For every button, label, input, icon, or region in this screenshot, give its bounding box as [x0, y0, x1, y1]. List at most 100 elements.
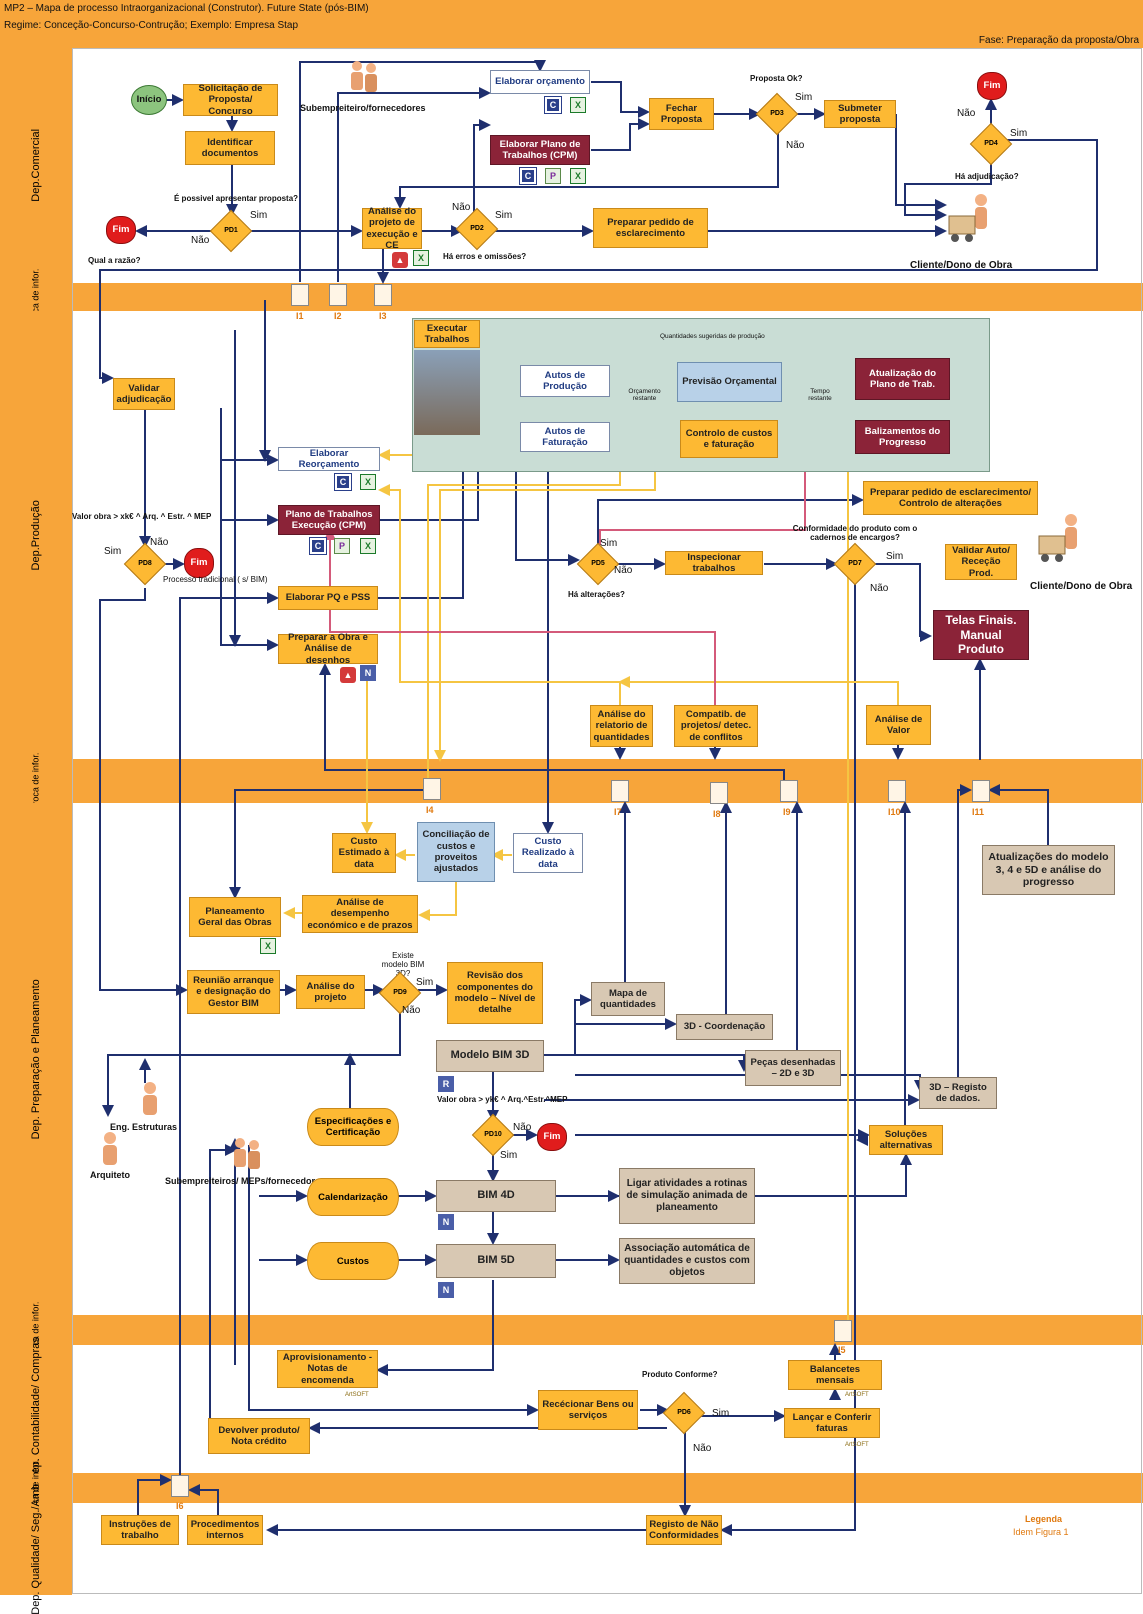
subempreiteiros-icon — [228, 1135, 268, 1175]
doc-i5-label: I5 — [838, 1345, 846, 1355]
coordenacao-box: 3D - Coordenação — [676, 1014, 773, 1040]
analise-projeto-box: Análise do projeto de execução e CE — [362, 206, 422, 251]
pd8-sim: Sim — [104, 546, 122, 557]
devolver-box: Devolver produto/ Nota crédito — [208, 1418, 310, 1454]
solucoes-box: Soluções alternativas — [869, 1125, 943, 1155]
doc-i7-icon — [611, 780, 629, 802]
possivel-label: É possivel apresentar proposta? — [174, 194, 299, 203]
modelo-bim-box: Modelo BIM 3D — [436, 1040, 544, 1072]
mapa-quantidades-box: Mapa de quantidades — [591, 982, 665, 1016]
pd10-sim: Sim — [500, 1150, 518, 1161]
inspecionar-box: Inspecionar trabalhos — [665, 551, 763, 575]
reuniao-box: Reunião arranque e designação do Gestor … — [187, 970, 280, 1014]
cliente-label: Cliente/Dono de Obra — [910, 260, 1013, 271]
tempo-restante-label: Tempo restante — [808, 388, 832, 403]
associacao-box: Associação automática de quantidades e c… — [619, 1238, 755, 1284]
proc-trad-label: Processo tradicional ( s/ BIM) — [163, 575, 268, 584]
doc-i5-icon — [834, 1320, 852, 1342]
doc-i4-label: I4 — [426, 805, 434, 815]
pdf-icon: ▲ — [340, 667, 356, 683]
cliente2-label: Cliente/Dono de Obra — [1030, 581, 1133, 592]
excel-icon: X — [570, 97, 586, 113]
preparar-pedido2-box: Preparar pedido de esclarecimento/ Contr… — [863, 481, 1038, 515]
pd1-label: PD1 — [224, 227, 238, 234]
lane-troca-2: Troca de infor. — [0, 752, 72, 810]
cpm-tool-icon: C — [309, 537, 327, 555]
ha-adjudicacao-label: Há adjudicação? — [955, 172, 1019, 181]
conciliacao-box: Conciliação de custos e proveitos ajusta… — [417, 822, 495, 882]
autos-producao-box: Autos de Produção — [520, 365, 610, 397]
arquiteto-icon — [95, 1130, 125, 1170]
custos-cyl: Custos — [307, 1242, 399, 1280]
pd9-nao: Não — [402, 1005, 421, 1016]
pd3-sim: Sim — [795, 92, 813, 103]
doc-i9-icon — [780, 780, 798, 802]
bim5d-box: BIM 5D — [436, 1244, 556, 1278]
identificar-box: Identificar documentos — [185, 131, 275, 165]
excel-icon: X — [360, 538, 376, 554]
doc-i7-label: I7 — [614, 807, 622, 817]
artsoft-logo: ArtSOFT — [345, 1392, 369, 1398]
atualizacoes-box: Atualizações do modelo 3, 4 e 5D e análi… — [982, 845, 1115, 895]
navisworks-icon: N — [438, 1282, 454, 1298]
previsao-box: Previsão Orçamental — [677, 362, 782, 402]
pd8-nao: Não — [150, 537, 169, 548]
erros-label: Há erros e omissões? — [443, 252, 527, 261]
pd4-nao: Não — [957, 108, 976, 119]
telas-finais-box: Telas Finais. Manual Produto — [933, 610, 1029, 660]
doc-i10-icon — [888, 780, 906, 802]
pd3-nao: Não — [786, 140, 805, 151]
balancetes-box: Balancetes mensais — [788, 1360, 882, 1390]
doc-i2-label: I2 — [334, 311, 342, 321]
elaborar-reorcamento-box: Elaborar Reorçamento — [278, 447, 380, 471]
executar-box: Executar Trabalhos — [414, 320, 480, 348]
conformidade-label: Conformidade do produto com o cadernos d… — [792, 524, 918, 542]
lane-qualidade: Dep. Qualidade/ Seg./Amb — [0, 1484, 72, 1614]
doc-i6-icon — [171, 1475, 189, 1497]
lane-comercial: Dep.Comercial — [0, 48, 72, 283]
pecas-box: Peças desenhadas – 2D e 3D — [745, 1050, 841, 1086]
validar-auto-box: Validar Auto/ Receção Prod. — [945, 544, 1017, 580]
controlo-box: Controlo de custos e faturação — [680, 420, 778, 458]
pd5-label: PD5 — [591, 560, 605, 567]
revit-icon: R — [438, 1076, 454, 1092]
qual-razao-label: Qual a razão? — [88, 256, 141, 265]
pd4-label: PD4 — [984, 140, 998, 147]
validar-adjudicacao-box: Validar adjudicação — [113, 378, 175, 410]
analise-relatorio-box: Análise do relatorio de quantidades — [590, 705, 653, 747]
procedimentos-box: Procedimentos internos — [187, 1515, 263, 1545]
navisworks-icon: N — [360, 665, 376, 681]
doc-i9-label: I9 — [783, 807, 791, 817]
ligar-box: Ligar atividades a rotinas de simulação … — [619, 1168, 755, 1224]
doc-i10-label: I10 — [888, 807, 901, 817]
excel-icon: X — [570, 168, 586, 184]
lane-troca-4: Troca de infor. — [0, 1459, 72, 1517]
eng-estruturas-label: Eng. Estruturas — [110, 1122, 178, 1132]
cpm-tool-icon: C — [519, 167, 537, 185]
pd10-label: PD10 — [484, 1131, 502, 1138]
analise-valor-box: Análise de Valor — [866, 705, 931, 745]
pd10-nao: Não — [513, 1122, 532, 1133]
especificacoes-cyl: Especificações e Certificação — [307, 1108, 399, 1146]
excel-icon: X — [360, 474, 376, 490]
arquiteto-label: Arquiteto — [90, 1170, 130, 1180]
pd6-nao: Não — [693, 1443, 712, 1454]
diagram-frame — [72, 48, 1142, 1594]
analise-projeto2-box: Análise do projeto — [296, 975, 365, 1009]
produto-conforme-label: Produto Conforme? — [642, 1370, 718, 1379]
artsoft-logo: ArtSOFT — [845, 1442, 869, 1448]
pd2-label: PD2 — [470, 225, 484, 232]
eng-estruturas-icon — [135, 1080, 165, 1120]
instrucoes-box: Instruções de trabalho — [101, 1515, 179, 1545]
pd8-label: PD8 — [138, 560, 152, 567]
qtd-sugeridas-label: Quantidades sugeridas de produção — [660, 333, 765, 340]
pd7-sim: Sim — [886, 551, 904, 562]
doc-i4-icon — [423, 778, 441, 800]
page-title: MP2 – Mapa de processo Intraorganizacion… — [0, 0, 1143, 18]
pd1-nao: Não — [191, 235, 210, 246]
elaborar-pq-box: Elaborar PQ e PSS — [278, 586, 378, 610]
aprovisionamento-box: Aprovisionamento - Notas de encomenda — [277, 1350, 378, 1388]
cpm-tool-icon: C — [544, 96, 562, 114]
custo-realizado-box: Custo Realizado à data — [513, 833, 583, 873]
artsoft-logo: ArtSOFT — [845, 1392, 869, 1398]
